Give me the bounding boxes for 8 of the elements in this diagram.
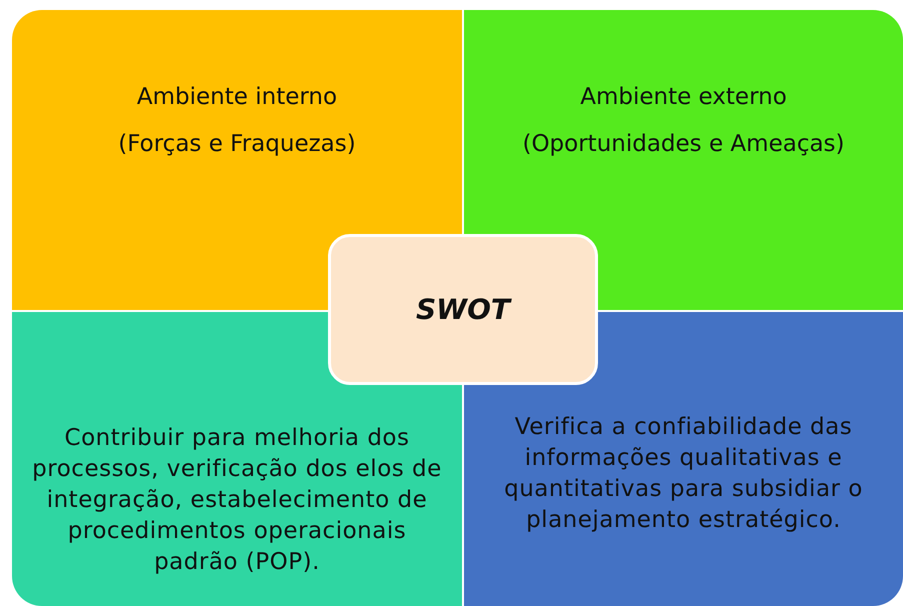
- quadrant-heading: Ambiente externo: [580, 83, 787, 112]
- quadrant-text: Contribuir para melhoria dos processos, verificação dos elos de integração, estabelecimento de procedimentos operacionais padrão (POP).: [31, 424, 443, 577]
- quadrant-heading: Ambiente interno: [136, 83, 338, 112]
- center-box: [328, 234, 598, 385]
- quadrant-text: Verifica a confiabilidade das informações qualitativas e quantitativas para subsidiar o planejamento estratégico.: [503, 413, 864, 535]
- center-title: SWOT: [416, 294, 510, 325]
- quadrant-subtitle: (Forças e Fraquezas): [118, 130, 356, 159]
- quadrant-subtitle: (Oportunidades e Ameaças): [522, 130, 845, 159]
